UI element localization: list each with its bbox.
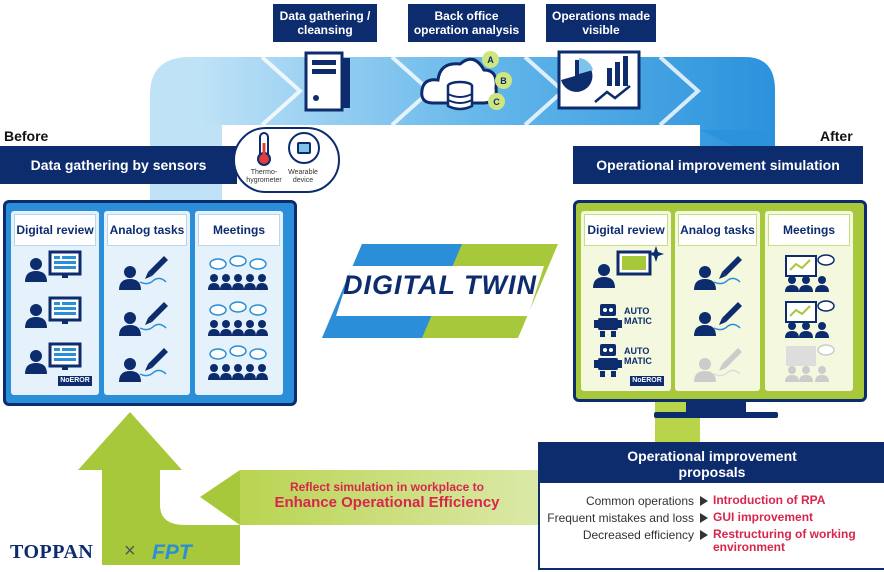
before-title: Data gathering by sensors (0, 146, 237, 184)
dashboard-charts-icon (557, 50, 641, 110)
badge-b: B (495, 72, 512, 89)
before-col-digital: Digital review (11, 211, 99, 395)
proposals-title: Operational improvement proposals (540, 444, 884, 483)
proposal-row-1: Common operations Introduction of RPA (540, 494, 884, 510)
before-col-meetings: Meetings (195, 211, 283, 395)
after-col-digital-header: Digital review (584, 214, 668, 246)
sensor-label-wearable: Wearable device (288, 169, 318, 184)
before-label: Before (4, 128, 49, 144)
before-col-analog-header: Analog tasks (107, 214, 187, 246)
arrow-right-icon (700, 513, 708, 523)
arrow-left-up-lime (78, 412, 240, 565)
step-operations-visible: Operations made visible (546, 4, 656, 42)
after-monitor-stand (686, 399, 746, 413)
before-col-meetings-header: Meetings (198, 214, 280, 246)
proposal-row-2: Frequent mistakes and loss GUI improveme… (540, 511, 884, 527)
proposal-issue-1: Common operations (585, 494, 694, 508)
after-monitor-base (654, 412, 778, 418)
reflect-line-1: Reflect simulation in workplace to (289, 480, 485, 494)
after-col-meetings-header: Meetings (768, 214, 850, 246)
before-col-analog: Analog tasks (104, 211, 190, 395)
before-monitor: Digital review Analog tasks Meetings (3, 200, 297, 406)
logo-separator: × (124, 540, 136, 562)
step-back-office-analysis: Back office operation analysis (408, 4, 525, 42)
after-col-analog: Analog tasks (675, 211, 760, 391)
fpt-logo: FPT (152, 541, 192, 564)
after-automatic-label-1: AUTO MATIC (624, 306, 652, 326)
before-col-digital-header: Digital review (14, 214, 96, 246)
arrow-right-icon (700, 530, 708, 540)
proposal-issue-3: Decreased efficiency (582, 528, 694, 542)
sensor-label-thermo: Thermo-hygrometer (246, 169, 282, 184)
after-label: After (820, 128, 853, 144)
proposal-solution-1: Introduction of RPA (713, 493, 826, 507)
step-data-gathering: Data gathering / cleansing (273, 4, 377, 42)
after-monitor: Digital review Analog tasks Meetings (573, 200, 867, 402)
proposal-solution-2: GUI improvement (713, 510, 814, 524)
arrow-right-down (700, 130, 775, 150)
before-noeror-logo: NoEROR (58, 376, 92, 386)
arrow-right-icon (700, 496, 708, 506)
sensor-bubble (233, 127, 340, 193)
badge-a: A (482, 51, 499, 68)
thermometer-icon (257, 132, 271, 166)
wearable-device-icon (288, 132, 320, 164)
after-title: Operational improvement simulation (573, 146, 863, 184)
after-automatic-label-2: AUTO MATIC (624, 346, 652, 366)
arrow-bottom-band (240, 470, 540, 525)
cloud-database-icon (420, 57, 498, 111)
badge-c: C (488, 93, 505, 110)
digital-twin-banner (322, 244, 558, 338)
proposal-solution-3: Restructuring of working environment (713, 527, 856, 554)
reflect-line-2: Enhance Operational Efficiency (274, 494, 500, 511)
after-col-analog-header: Analog tasks (678, 214, 757, 246)
server-icon (304, 51, 350, 112)
after-col-meetings: Meetings (765, 211, 853, 391)
digital-twin-label: DIGITAL TWIN (343, 270, 537, 300)
proposals-box: Operational improvement proposals Common… (538, 442, 884, 570)
proposal-row-3: Decreased efficiency Restructuring of wo… (540, 528, 884, 558)
after-noeror-logo: NoEROR (630, 376, 664, 386)
toppan-logo: TOPPAN (10, 541, 94, 563)
proposal-issue-2: Frequent mistakes and loss (547, 511, 694, 525)
